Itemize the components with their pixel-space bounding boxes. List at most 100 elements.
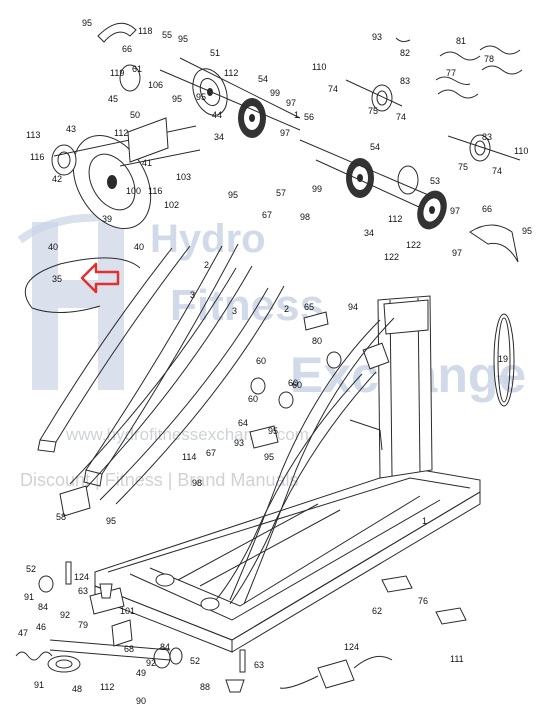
wheel-53 xyxy=(417,190,447,230)
part-label: 102 xyxy=(164,200,179,210)
part-label: 44 xyxy=(212,110,222,120)
part-label: 60 xyxy=(288,378,298,388)
rollers-75 xyxy=(345,79,521,162)
rope-35 xyxy=(24,257,141,314)
part-label: 63 xyxy=(78,586,88,596)
part-label: 116 xyxy=(30,152,44,162)
part-label: 52 xyxy=(190,656,200,666)
part-label: 88 xyxy=(200,682,210,692)
part-label: 112 xyxy=(388,214,402,224)
part-label: 95 xyxy=(264,452,274,462)
part-label: 48 xyxy=(72,684,82,694)
part-label: 95 xyxy=(106,516,116,526)
part-label: 60 xyxy=(292,380,302,390)
part-label: 97 xyxy=(286,98,296,108)
part-label: 42 xyxy=(52,174,62,184)
part-label: 62 xyxy=(372,606,382,616)
part-label: 41 xyxy=(142,158,152,168)
part-label: 90 xyxy=(136,696,146,706)
callout-arrow xyxy=(80,262,120,294)
part-label: 56 xyxy=(304,112,314,122)
part-label: 43 xyxy=(66,124,76,134)
part-label: 92 xyxy=(146,658,156,668)
part-label: 82 xyxy=(400,48,410,58)
part-label: 116 xyxy=(148,186,162,196)
part-label: 39 xyxy=(102,214,112,224)
part-label: 74 xyxy=(328,84,338,94)
part-label: 54 xyxy=(370,142,380,152)
part-label: 97 xyxy=(452,248,462,258)
part-label: 91 xyxy=(24,592,34,602)
part-label: 79 xyxy=(78,620,88,630)
part-label: 40 xyxy=(48,242,58,252)
part-label: 64 xyxy=(238,418,248,428)
part-label: 66 xyxy=(482,204,492,214)
part-label: 53 xyxy=(430,176,440,186)
part-label: 98 xyxy=(192,478,202,488)
part-label: 101 xyxy=(120,606,135,616)
part-label: 67 xyxy=(262,210,272,220)
part-label: 60 xyxy=(248,394,258,404)
part-label: 58 xyxy=(56,512,66,522)
bracket-64 xyxy=(249,425,279,449)
part-label: 100 xyxy=(126,186,141,196)
part-label: 55 xyxy=(162,30,172,40)
part-label: 110 xyxy=(312,62,326,72)
part-label: 1 xyxy=(294,110,299,120)
part-label: 122 xyxy=(384,252,399,262)
part-label: 99 xyxy=(312,184,322,194)
part-label: 81 xyxy=(456,36,466,46)
part-label: 112 xyxy=(224,68,238,78)
wheel-54-upper xyxy=(159,57,301,138)
part-label: 3 xyxy=(190,290,195,300)
cables xyxy=(395,37,523,99)
part-label: 112 xyxy=(100,682,114,692)
guard-66 xyxy=(469,224,519,263)
part-label: 95 xyxy=(178,34,188,44)
part-label: 106 xyxy=(148,80,163,90)
part-label: 67 xyxy=(206,448,216,458)
part-label: 51 xyxy=(210,48,220,58)
leveling-feet xyxy=(99,583,245,693)
part-label: 34 xyxy=(364,228,374,238)
part-label: 49 xyxy=(136,668,146,678)
part-label: 95 xyxy=(522,226,532,236)
watermark-url: www.hydrofitnessexchange.com xyxy=(65,425,309,444)
flywheel-assembly xyxy=(51,22,201,230)
part-label: 2 xyxy=(204,260,209,270)
part-label: 93 xyxy=(372,32,382,42)
part-label: 3 xyxy=(232,306,237,316)
watermark-h-logo xyxy=(32,222,124,390)
part-label: 40 xyxy=(134,242,144,252)
part-label: 77 xyxy=(446,68,456,78)
part-label: 113 xyxy=(26,130,40,140)
part-label: 103 xyxy=(176,172,191,182)
pedal-assembly xyxy=(15,561,246,673)
wheel-51 xyxy=(192,68,228,116)
belt-19 xyxy=(493,313,515,407)
part-label: 111 xyxy=(0,0,14,2)
part-label: 110 xyxy=(514,146,528,156)
part-label: 1 xyxy=(422,516,427,526)
pads-62 xyxy=(381,575,467,625)
part-label: 84 xyxy=(160,642,170,652)
wheel-54-center xyxy=(299,139,441,213)
part-label: 2 xyxy=(284,304,289,314)
part-label: 47 xyxy=(18,628,28,638)
upright-tower xyxy=(349,295,433,479)
part-label: 93 xyxy=(234,438,244,448)
bracket-65 xyxy=(303,311,329,331)
part-label: 98 xyxy=(300,212,310,222)
part-label: 84 xyxy=(38,602,48,612)
part-label: 95 xyxy=(172,94,182,104)
part-label: 94 xyxy=(348,302,358,312)
pulleys-60 xyxy=(250,351,342,409)
part-label: 75 xyxy=(458,162,468,172)
part-label: 112 xyxy=(114,128,128,138)
part-label: 76 xyxy=(418,596,428,606)
part-label: 19 xyxy=(498,354,508,364)
part-label: 50 xyxy=(130,110,140,120)
part-label: 75 xyxy=(368,106,378,116)
